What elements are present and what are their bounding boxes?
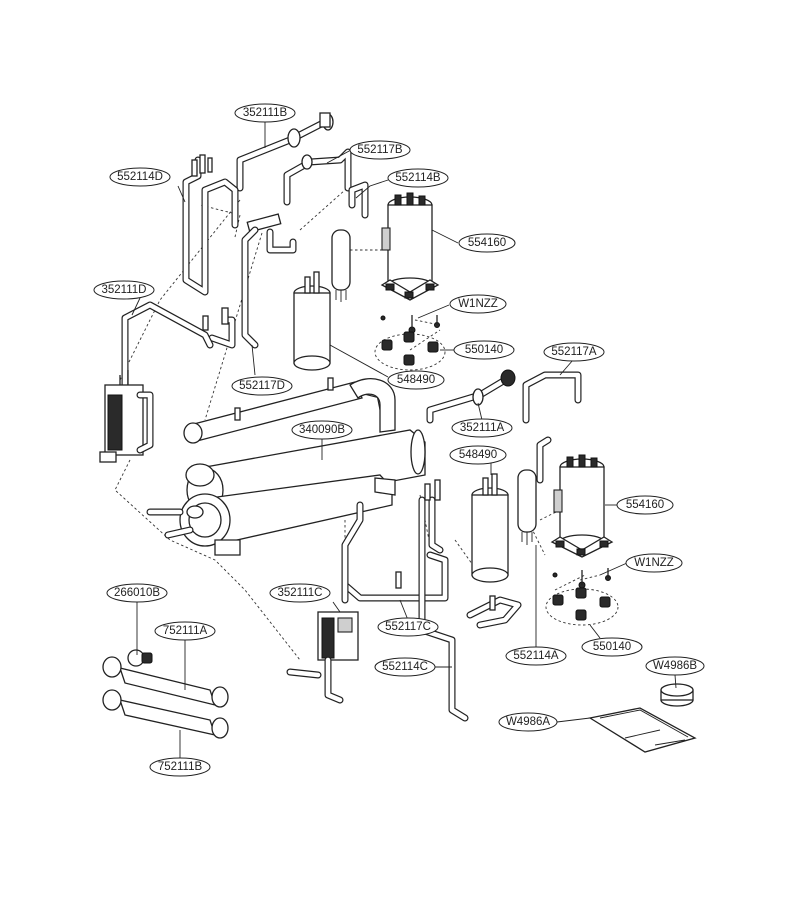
svg-text:552117B: 552117B: [357, 144, 403, 156]
svg-text:352111B: 352111B: [243, 107, 288, 119]
svg-text:352111A: 352111A: [460, 422, 505, 434]
svg-text:548490: 548490: [459, 449, 497, 461]
base-plate-W4986A: [588, 707, 697, 753]
svg-text:552114B: 552114B: [395, 172, 441, 184]
small-accumulator-lower: [517, 436, 552, 545]
accumulator-548490-upper: [293, 271, 331, 371]
label-552114D: 552114D: [109, 167, 171, 187]
svg-text:752111A: 752111A: [163, 625, 208, 637]
header-pipe-752111A: [102, 649, 229, 708]
leader-lines: [131, 122, 677, 758]
svg-text:550140: 550140: [593, 641, 631, 653]
svg-text:W1NZZ: W1NZZ: [634, 557, 674, 569]
header-pipe-752111B: [102, 689, 229, 739]
pipe-552114D: [182, 154, 239, 296]
pipe-352111A: [426, 369, 516, 424]
svg-text:W1NZZ: W1NZZ: [458, 298, 498, 310]
label-W1NZZ-lower: W1NZZ: [625, 553, 683, 573]
label-552117A: 552117A: [543, 342, 605, 362]
svg-text:340090B: 340090B: [299, 424, 345, 436]
pipe-552114C: [418, 479, 469, 722]
svg-text:752111B: 752111B: [158, 761, 203, 773]
label-552117C: 552117C: [377, 617, 439, 637]
label-266010B: 266010B: [106, 583, 168, 603]
svg-text:352111D: 352111D: [102, 284, 147, 296]
label-352111A: 352111A: [451, 418, 513, 438]
svg-text:W4986A: W4986A: [506, 716, 550, 728]
label-752111A: 752111A: [154, 621, 216, 641]
svg-text:W4986B: W4986B: [653, 660, 697, 672]
part-labels: 352111B 552117B 552114D 552114B 554160 3…: [93, 103, 705, 777]
svg-text:552117D: 552117D: [239, 380, 285, 392]
accumulator-548490-lower: [471, 473, 509, 583]
label-548490-upper: 548490: [387, 370, 445, 390]
filter-drier-352111C: [286, 501, 364, 704]
svg-text:552114A: 552114A: [513, 650, 559, 662]
label-552114C: 552114C: [374, 657, 436, 677]
label-340090B: 340090B: [291, 420, 353, 440]
label-554160-upper: 554160: [458, 233, 516, 253]
svg-text:352111C: 352111C: [278, 587, 323, 599]
svg-text:266010B: 266010B: [114, 587, 160, 599]
label-552114A: 552114A: [505, 646, 567, 666]
label-352111C: 352111C: [269, 583, 331, 603]
compressor-554160-lower: [550, 454, 614, 558]
label-550140-lower: 550140: [581, 637, 643, 657]
label-552117B: 552117B: [349, 140, 411, 160]
pipe-352111D: [121, 301, 214, 389]
pipe-552117B: [283, 148, 352, 206]
svg-text:552114D: 552114D: [117, 171, 163, 183]
pipe-552114A: [466, 595, 522, 629]
label-352111B: 352111B: [234, 103, 296, 123]
label-548490-lower: 548490: [449, 445, 507, 465]
label-W4986B: W4986B: [645, 656, 705, 676]
suction-header-assembly: [202, 213, 297, 349]
svg-text:554160: 554160: [626, 499, 664, 511]
svg-text:552117C: 552117C: [385, 621, 431, 633]
svg-text:550140: 550140: [465, 344, 503, 356]
label-W1NZZ-upper: W1NZZ: [449, 294, 507, 314]
label-550140-upper: 550140: [453, 340, 515, 360]
bolts-grommets-lower: [545, 568, 619, 626]
svg-text:552114C: 552114C: [382, 661, 428, 673]
label-352111D: 352111D: [93, 280, 155, 300]
label-552114B: 552114B: [387, 168, 449, 188]
svg-text:548490: 548490: [397, 374, 435, 386]
label-554160-lower: 554160: [616, 495, 674, 515]
label-W4986A: W4986A: [498, 712, 558, 732]
pipe-552117C: [341, 551, 449, 602]
label-752111B: 752111B: [149, 757, 211, 777]
pipe-552117A: [522, 371, 582, 424]
compressor-554160-upper: [380, 192, 440, 301]
filter-drier-left: [99, 370, 154, 463]
cap-W4986B: [660, 683, 694, 707]
small-accumulator-upper: [331, 181, 369, 302]
svg-text:554160: 554160: [468, 237, 506, 249]
label-552117D: 552117D: [231, 376, 293, 396]
pipe-352111B: [236, 112, 334, 192]
bolts-grommets-upper: [374, 315, 446, 371]
svg-text:552117A: 552117A: [551, 346, 597, 358]
heat-exchanger-340090B: [146, 377, 426, 556]
